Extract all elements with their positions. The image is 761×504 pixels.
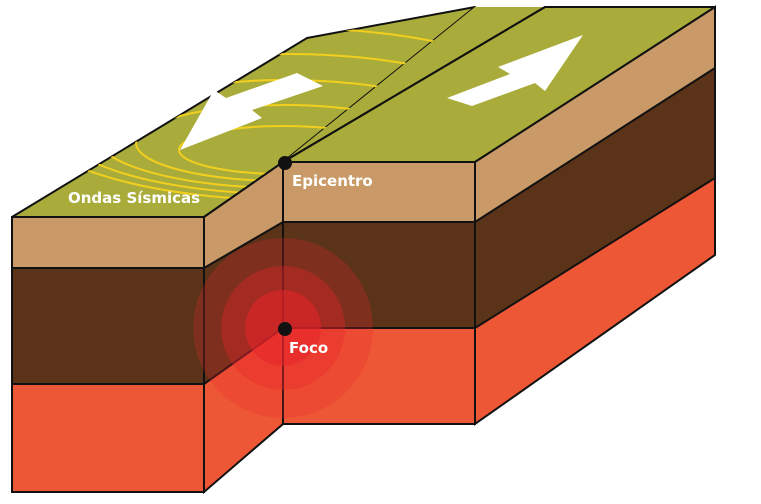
side-sand-layer: [475, 7, 715, 222]
left-motion-arrow-icon: [180, 73, 323, 150]
fault-line: [282, 6, 546, 163]
left-orange-layer: [12, 384, 204, 492]
right-block-side-face: [474, 5, 716, 426]
left-sand-layer: [12, 217, 204, 268]
right-orange-layer: [283, 328, 475, 424]
epicenter-label: Epicentro: [292, 172, 373, 190]
focus-label: Foco: [289, 339, 328, 357]
seismic-waves-label: Ondas Sísmicas: [68, 189, 200, 207]
left-brown-layer: [12, 268, 204, 384]
fault-brown-layer: [204, 222, 283, 384]
left-block-fault-face: [203, 160, 284, 495]
focus-dot: [278, 322, 292, 336]
epicenter-dot: [278, 156, 292, 170]
fault-orange-layer: [204, 328, 283, 492]
right-sand-layer: [283, 162, 475, 222]
right-brown-layer: [283, 222, 475, 328]
fault-sand-layer: [204, 162, 283, 268]
side-orange-layer: [475, 178, 715, 424]
left-block-front-face: [11, 216, 205, 493]
side-brown-layer: [475, 68, 715, 328]
right-motion-arrow-icon: [447, 35, 583, 106]
right-block-front-face: [282, 161, 476, 425]
